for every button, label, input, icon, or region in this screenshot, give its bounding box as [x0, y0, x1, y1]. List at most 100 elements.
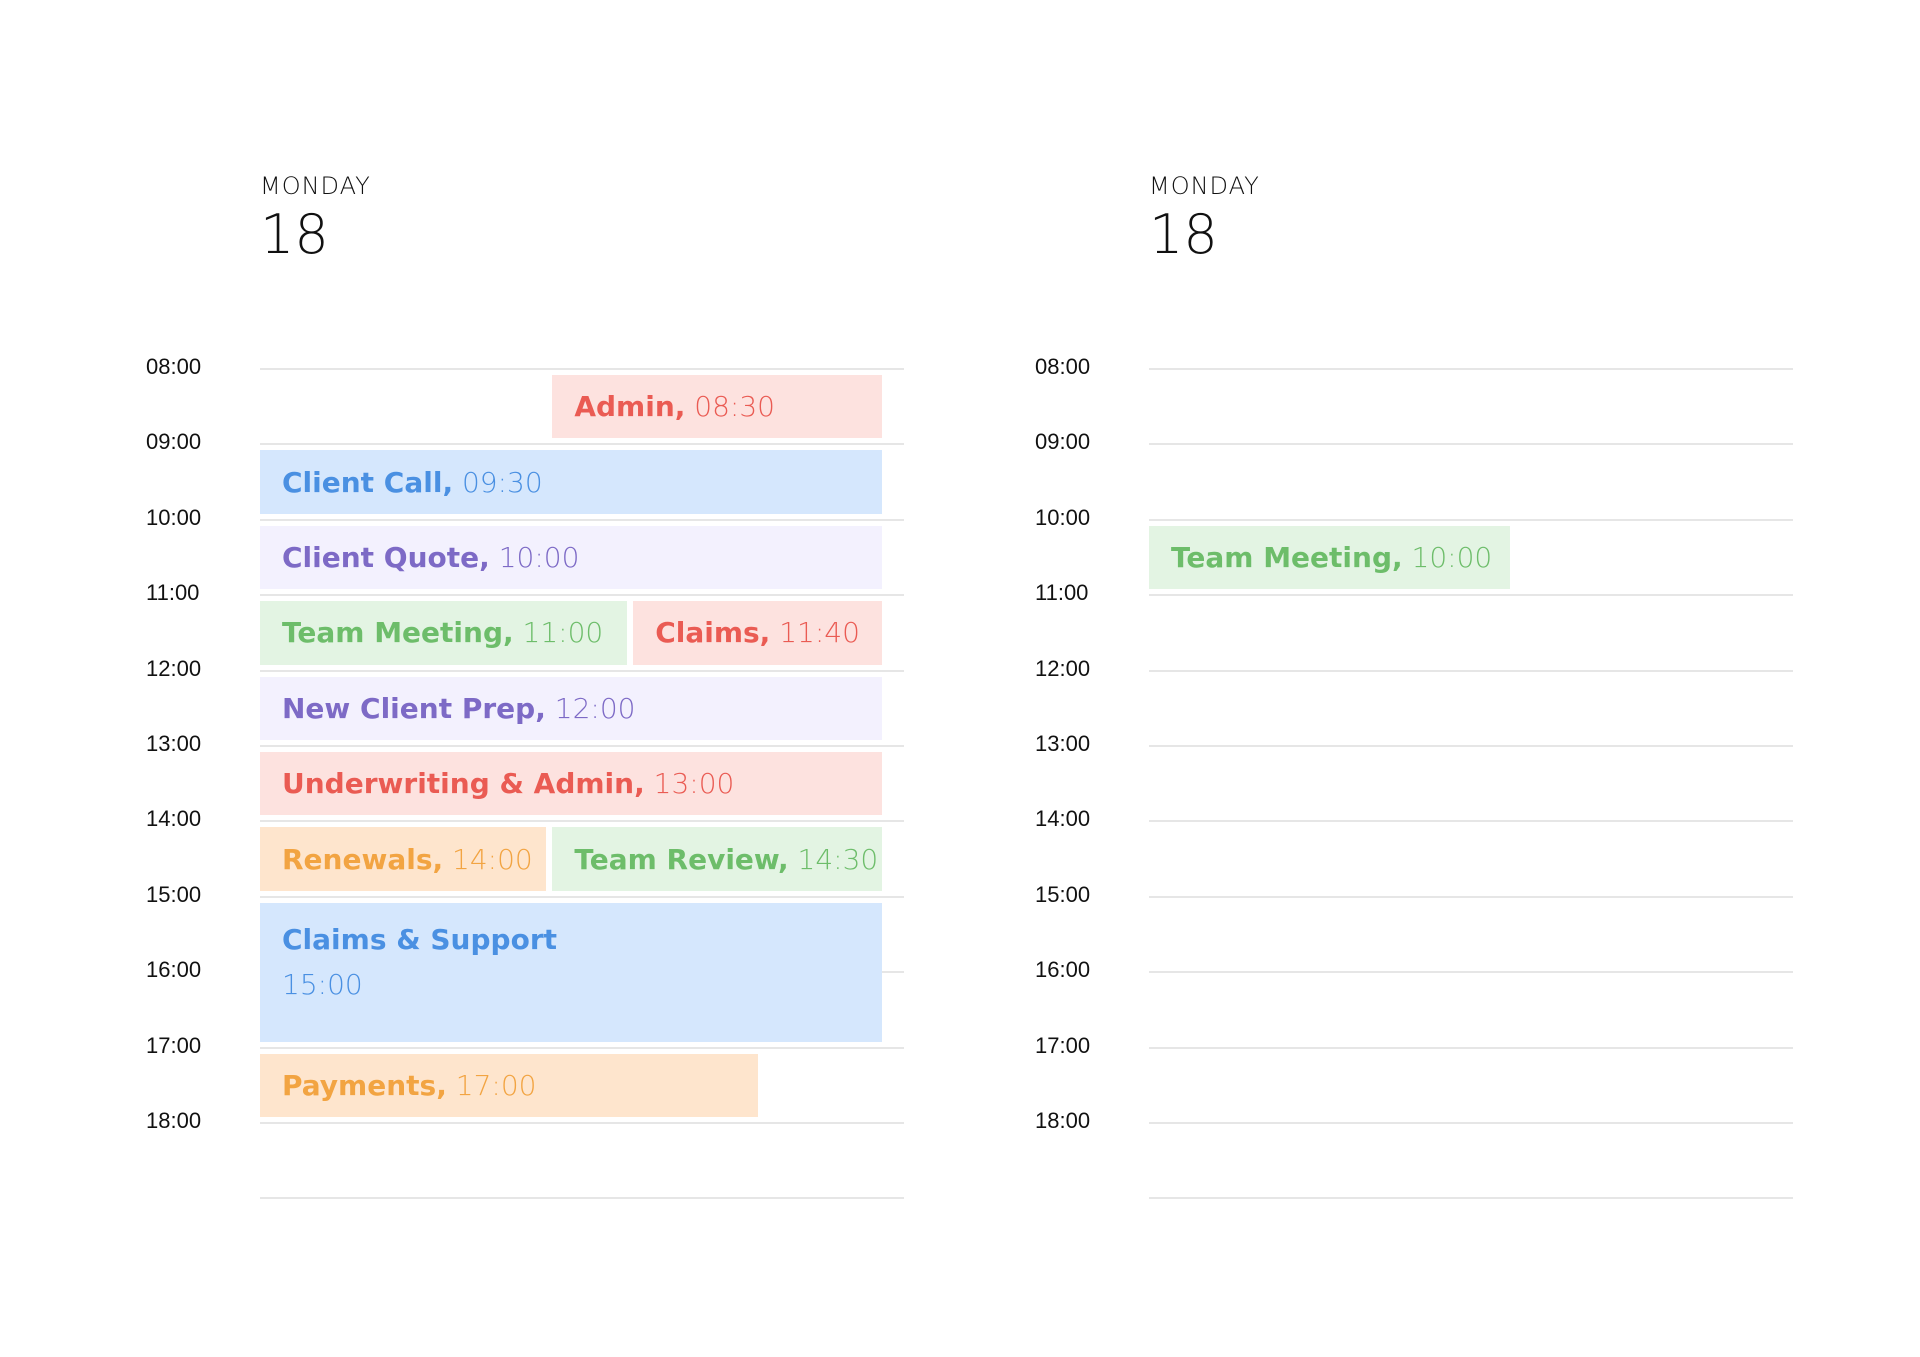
day-name: MONDAY — [260, 172, 371, 200]
event-spacer — [490, 541, 499, 574]
hour-gridline — [260, 518, 904, 521]
hour-label: 09:00 — [146, 429, 202, 455]
hour-label: 15:00 — [1035, 881, 1091, 907]
event-time: 13:00 — [653, 767, 735, 801]
hour-row[interactable]: 11:00 — [1035, 580, 1825, 669]
hour-row[interactable]: 10:00 — [146, 505, 936, 594]
event-spacer — [447, 1069, 456, 1102]
hour-row[interactable]: 10:00 — [1035, 505, 1825, 594]
hour-label: 10:00 — [1035, 504, 1091, 530]
event-block[interactable]: Claims, 11:40 — [633, 601, 882, 665]
event-block[interactable]: Client Call, 09:30 — [260, 450, 882, 514]
event-block[interactable]: Team Review, 14:30 — [552, 827, 882, 891]
hour-gridline — [260, 745, 904, 747]
hour-label: 11:00 — [1035, 580, 1089, 606]
hour-row[interactable]: 13:00 — [1035, 731, 1825, 820]
hour-label: 16:00 — [146, 957, 202, 983]
hour-gridline — [1149, 1197, 1793, 1200]
event-spacer — [443, 843, 452, 876]
hour-label: 13:00 — [1035, 731, 1091, 756]
event-time: 11:00 — [522, 616, 604, 650]
hour-row[interactable]: 13:00 — [146, 731, 936, 820]
hour-label: 15:00 — [146, 881, 202, 907]
hour-label: 10:00 — [146, 504, 202, 530]
hour-row[interactable]: 15:00 — [1035, 882, 1825, 971]
hour-label: 11:00 — [146, 580, 200, 606]
hour-label: 14:00 — [1035, 806, 1091, 832]
event-block[interactable]: Client Quote, 10:00 — [260, 525, 882, 590]
event-time: 10:00 — [498, 540, 580, 574]
event-time: 17:00 — [455, 1068, 537, 1102]
event-spacer — [546, 692, 555, 725]
event-time: 11:40 — [779, 616, 860, 650]
hour-row[interactable]: 15:00 — [146, 882, 936, 971]
hour-gridline — [260, 368, 904, 370]
hour-label: 18:00 — [146, 1108, 202, 1133]
event-title: Team Meeting, — [1171, 540, 1403, 574]
hour-label: 12:00 — [146, 655, 202, 681]
hour-gridline — [1149, 971, 1793, 974]
hour-label: 18:00 — [1035, 1108, 1091, 1133]
event-time: 08:30 — [694, 390, 775, 424]
event-spacer — [789, 843, 798, 876]
event-block[interactable]: Payments, 17:00 — [260, 1053, 758, 1117]
hour-row[interactable]: 14:00 — [1035, 806, 1825, 895]
event-title: Renewals, — [282, 842, 444, 876]
event-block[interactable]: New Client Prep, 12:00 — [260, 676, 882, 740]
hour-row[interactable]: 09:00 — [146, 429, 936, 518]
hour-row[interactable]: 17:00 — [146, 1033, 936, 1122]
event-spacer — [1403, 541, 1412, 574]
event-spacer — [645, 767, 654, 800]
event-title: Payments, — [282, 1068, 447, 1102]
hour-gridline — [1149, 518, 1793, 521]
day-number: 18 — [260, 203, 329, 266]
event-spacer — [770, 616, 779, 649]
hour-label: 17:00 — [146, 1032, 202, 1058]
hour-label: 14:00 — [146, 806, 202, 832]
hour-gridline — [1149, 1046, 1793, 1049]
hour-row[interactable]: 18:00 — [146, 1108, 936, 1197]
event-spacer — [685, 390, 694, 423]
event-time: 09:30 — [461, 465, 543, 499]
hour-label: 08:00 — [1035, 354, 1091, 379]
hour-gridline — [260, 594, 904, 597]
hour-row[interactable]: 18:00 — [1035, 1108, 1825, 1197]
event-block[interactable]: Team Meeting, 11:00 — [260, 601, 627, 665]
event-time: 14:30 — [797, 842, 879, 876]
hour-row[interactable]: 11:00 — [146, 580, 936, 669]
event-block[interactable]: Underwriting & Admin, 13:00 — [260, 752, 882, 816]
hour-gridline — [260, 669, 904, 672]
event-title: New Client Prep, — [282, 691, 546, 725]
hour-row[interactable]: 12:00 — [1035, 656, 1825, 745]
event-block[interactable]: Team Meeting, 10:00 — [1149, 525, 1510, 590]
hour-row[interactable]: 09:00 — [1035, 429, 1825, 518]
hour-row[interactable]: 08:00 — [146, 354, 936, 443]
hour-gridline — [1149, 594, 1793, 597]
event-block[interactable]: Renewals, 14:00 — [260, 827, 547, 891]
hour-label: 16:00 — [1035, 957, 1091, 983]
day-number: 18 — [1149, 203, 1218, 266]
hour-row[interactable]: 16:00 — [1035, 957, 1825, 1046]
hour-gridline — [1149, 669, 1793, 672]
hour-gridline — [260, 1046, 904, 1049]
hour-gridline — [1149, 895, 1793, 898]
hour-label: 12:00 — [1035, 655, 1091, 681]
event-title: Admin, — [574, 390, 686, 424]
hour-row[interactable]: 17:00 — [1035, 1033, 1825, 1122]
hour-row[interactable]: 14:00 — [146, 806, 936, 895]
hour-gridline — [260, 1197, 904, 1200]
hour-gridline — [1149, 745, 1793, 747]
event-time: 10:00 — [1411, 540, 1493, 574]
hour-label: 13:00 — [146, 731, 202, 756]
event-block[interactable]: Admin, 08:30 — [552, 375, 882, 439]
event-title: Client Quote, — [282, 540, 490, 574]
hour-gridline — [1149, 443, 1793, 446]
hour-gridline — [260, 895, 904, 898]
hour-gridline — [1149, 1122, 1793, 1124]
event-time: 14:00 — [452, 842, 533, 876]
hour-row[interactable]: 08:00 — [1035, 354, 1825, 443]
hour-row[interactable]: 12:00 — [146, 656, 936, 745]
